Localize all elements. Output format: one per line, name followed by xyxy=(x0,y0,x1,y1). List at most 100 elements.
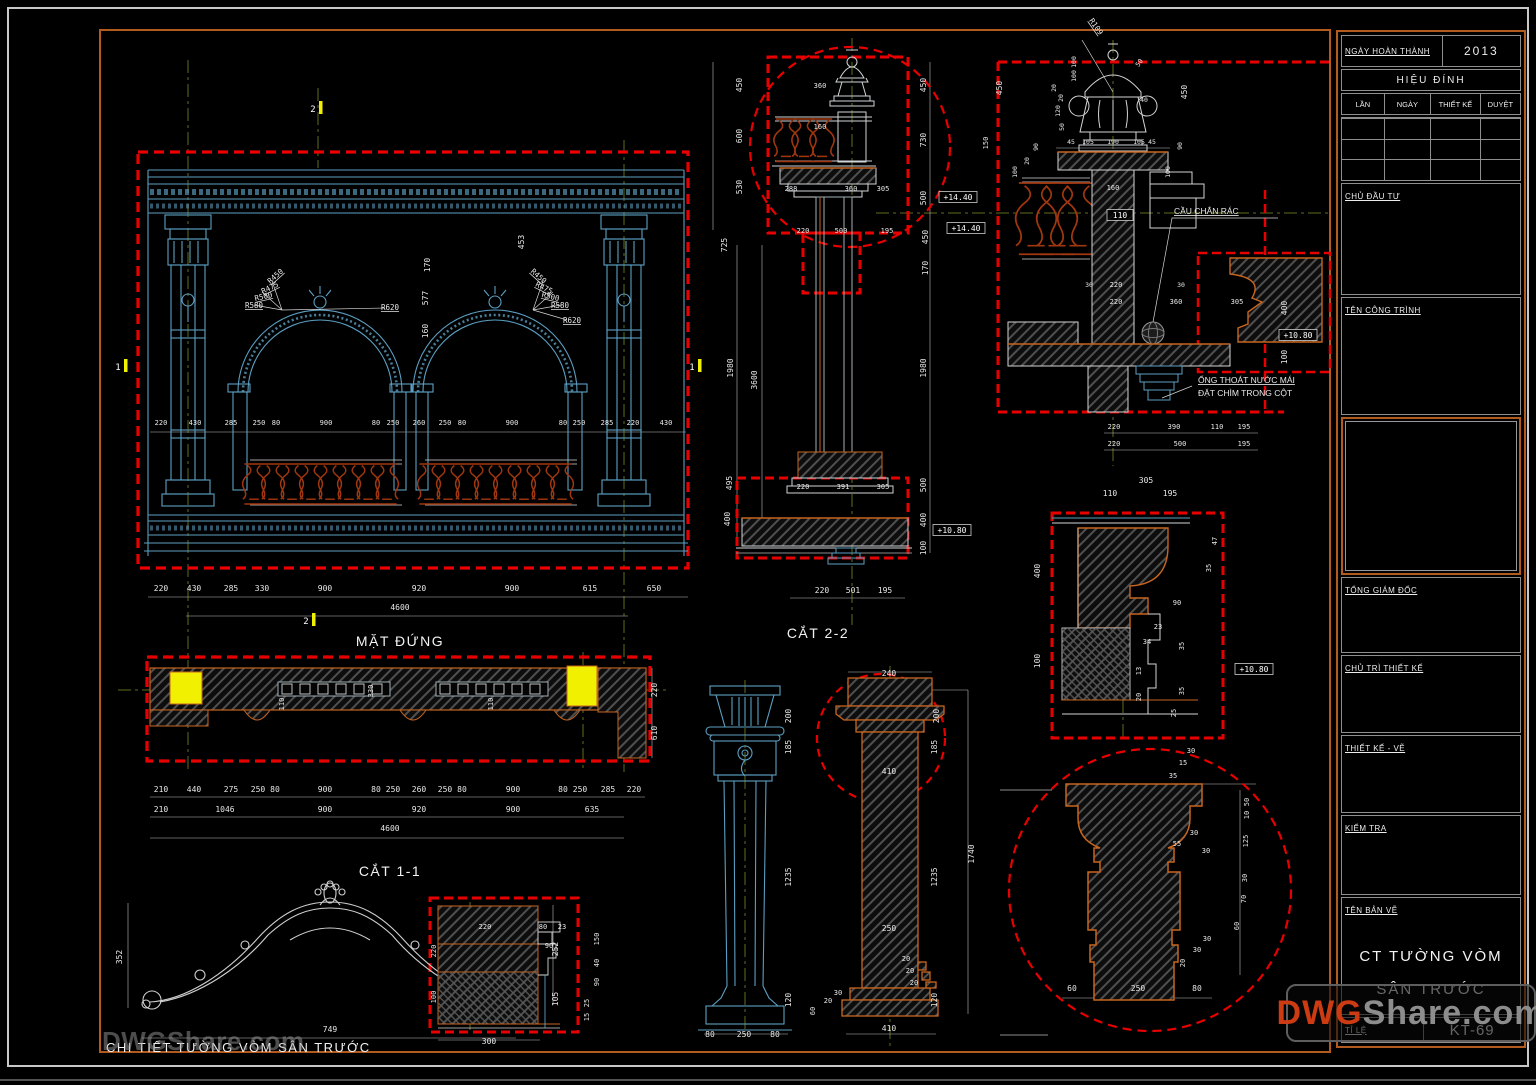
svg-text:80: 80 xyxy=(559,419,567,427)
svg-text:23: 23 xyxy=(558,923,566,931)
svg-text:120: 120 xyxy=(1054,105,1062,117)
svg-text:440: 440 xyxy=(187,785,202,794)
svg-text:220: 220 xyxy=(155,419,168,427)
svg-text:495: 495 xyxy=(725,476,734,491)
column-front-drawing xyxy=(698,685,792,1031)
svg-text:220: 220 xyxy=(1108,440,1121,448)
svg-text:110: 110 xyxy=(278,698,286,711)
svg-text:577: 577 xyxy=(421,291,430,306)
svg-text:110: 110 xyxy=(1103,489,1118,498)
svg-text:R580: R580 xyxy=(245,301,264,310)
svg-text:195: 195 xyxy=(878,586,893,595)
svg-text:30: 30 xyxy=(1193,946,1201,954)
dimension-lines xyxy=(127,62,1258,1041)
svg-text:100: 100 xyxy=(1011,166,1019,178)
svg-text:430: 430 xyxy=(660,419,673,427)
design-lead-label: CHỦ TRÌ THIẾT KẾ xyxy=(1345,664,1424,673)
watermark-badge-prefix: DWG xyxy=(1276,993,1363,1032)
svg-text:285: 285 xyxy=(601,785,616,794)
svg-text:305: 305 xyxy=(877,185,890,193)
svg-text:105: 105 xyxy=(551,992,560,1007)
svg-text:60: 60 xyxy=(809,1007,817,1015)
svg-text:100: 100 xyxy=(919,541,928,556)
svg-text:35: 35 xyxy=(1178,687,1186,695)
svg-text:920: 920 xyxy=(412,584,427,593)
svg-text:250: 250 xyxy=(573,785,588,794)
svg-text:80: 80 xyxy=(705,1030,715,1039)
svg-text:80: 80 xyxy=(770,1030,780,1039)
svg-text:70: 70 xyxy=(1240,895,1248,903)
revision-cell xyxy=(1384,118,1431,139)
svg-text:352: 352 xyxy=(115,950,124,965)
svg-text:390: 390 xyxy=(1168,423,1181,431)
svg-text:ỐNG THOÁT NƯỚC MÁI: ỐNG THOÁT NƯỚC MÁI xyxy=(1198,374,1295,385)
svg-text:285: 285 xyxy=(601,419,614,427)
svg-text:900: 900 xyxy=(506,785,521,794)
revision-cell xyxy=(1384,138,1431,160)
svg-text:90: 90 xyxy=(1173,599,1181,607)
svg-text:80: 80 xyxy=(457,785,467,794)
svg-text:ĐẶT CHÌM TRONG CỘT: ĐẶT CHÌM TRONG CỘT xyxy=(1198,388,1292,398)
column-section-drawing xyxy=(835,671,945,1017)
svg-text:250: 250 xyxy=(1131,984,1146,993)
svg-text:220: 220 xyxy=(815,586,830,595)
revision-cell xyxy=(1430,118,1481,139)
svg-text:160: 160 xyxy=(814,123,827,131)
director-label: TỔNG GIÁM ĐỐC xyxy=(1345,586,1418,595)
svg-text:R620: R620 xyxy=(381,303,400,312)
svg-text:285: 285 xyxy=(225,419,238,427)
svg-text:730: 730 xyxy=(919,133,928,148)
svg-text:25: 25 xyxy=(583,999,591,1007)
svg-text:30: 30 xyxy=(1190,829,1198,837)
svg-text:453: 453 xyxy=(517,235,526,250)
svg-text:305: 305 xyxy=(1139,476,1154,485)
svg-text:260: 260 xyxy=(413,419,426,427)
svg-text:35: 35 xyxy=(1205,564,1213,572)
svg-text:20: 20 xyxy=(1023,157,1031,165)
revision-col-lan: LẦN xyxy=(1342,94,1385,114)
revision-cell xyxy=(1342,118,1385,139)
svg-text:430: 430 xyxy=(189,419,202,427)
revision-col-ngay: NGÀY xyxy=(1385,94,1431,114)
svg-text:400: 400 xyxy=(1033,564,1042,579)
logo-box xyxy=(1341,417,1521,575)
svg-text:250: 250 xyxy=(387,419,400,427)
watermark-prefix: DWG xyxy=(102,1026,168,1056)
watermark-suffix: Share.com xyxy=(167,1026,305,1056)
svg-text:30: 30 xyxy=(1241,874,1249,882)
svg-text:CHI TIẾT TƯỜNG VÒM SÂN TRƯỚC: CHI TIẾT TƯỜNG VÒM SÂN TRƯỚC xyxy=(106,1040,371,1055)
svg-text:100: 100 xyxy=(1070,70,1078,82)
svg-text:80: 80 xyxy=(458,419,466,427)
svg-text:275: 275 xyxy=(224,785,239,794)
svg-text:410: 410 xyxy=(882,1024,897,1033)
svg-text:105: 105 xyxy=(1133,138,1145,146)
svg-text:80: 80 xyxy=(371,785,381,794)
svg-text:R109: R109 xyxy=(1087,17,1105,37)
svg-text:615: 615 xyxy=(583,584,598,593)
svg-text:185: 185 xyxy=(930,740,939,755)
revision-cell xyxy=(1480,118,1520,139)
svg-text:R580: R580 xyxy=(551,301,570,310)
svg-text:220: 220 xyxy=(797,227,810,235)
svg-text:80: 80 xyxy=(372,419,380,427)
svg-text:195: 195 xyxy=(1163,489,1178,498)
svg-text:4600: 4600 xyxy=(380,824,399,833)
svg-text:35: 35 xyxy=(1169,772,1177,780)
svg-text:34: 34 xyxy=(1143,638,1151,646)
svg-text:110: 110 xyxy=(487,698,495,711)
svg-text:450: 450 xyxy=(995,81,1004,96)
svg-text:15: 15 xyxy=(583,1013,591,1021)
sheet-borders xyxy=(0,7,1536,1081)
balustrade xyxy=(241,463,575,505)
svg-text:285: 285 xyxy=(224,584,239,593)
svg-text:200: 200 xyxy=(932,709,941,724)
svg-text:500: 500 xyxy=(919,478,928,493)
revision-title: HIỆU ĐÍNH xyxy=(1341,69,1521,91)
svg-text:600: 600 xyxy=(735,129,744,144)
svg-text:450: 450 xyxy=(1180,85,1189,100)
